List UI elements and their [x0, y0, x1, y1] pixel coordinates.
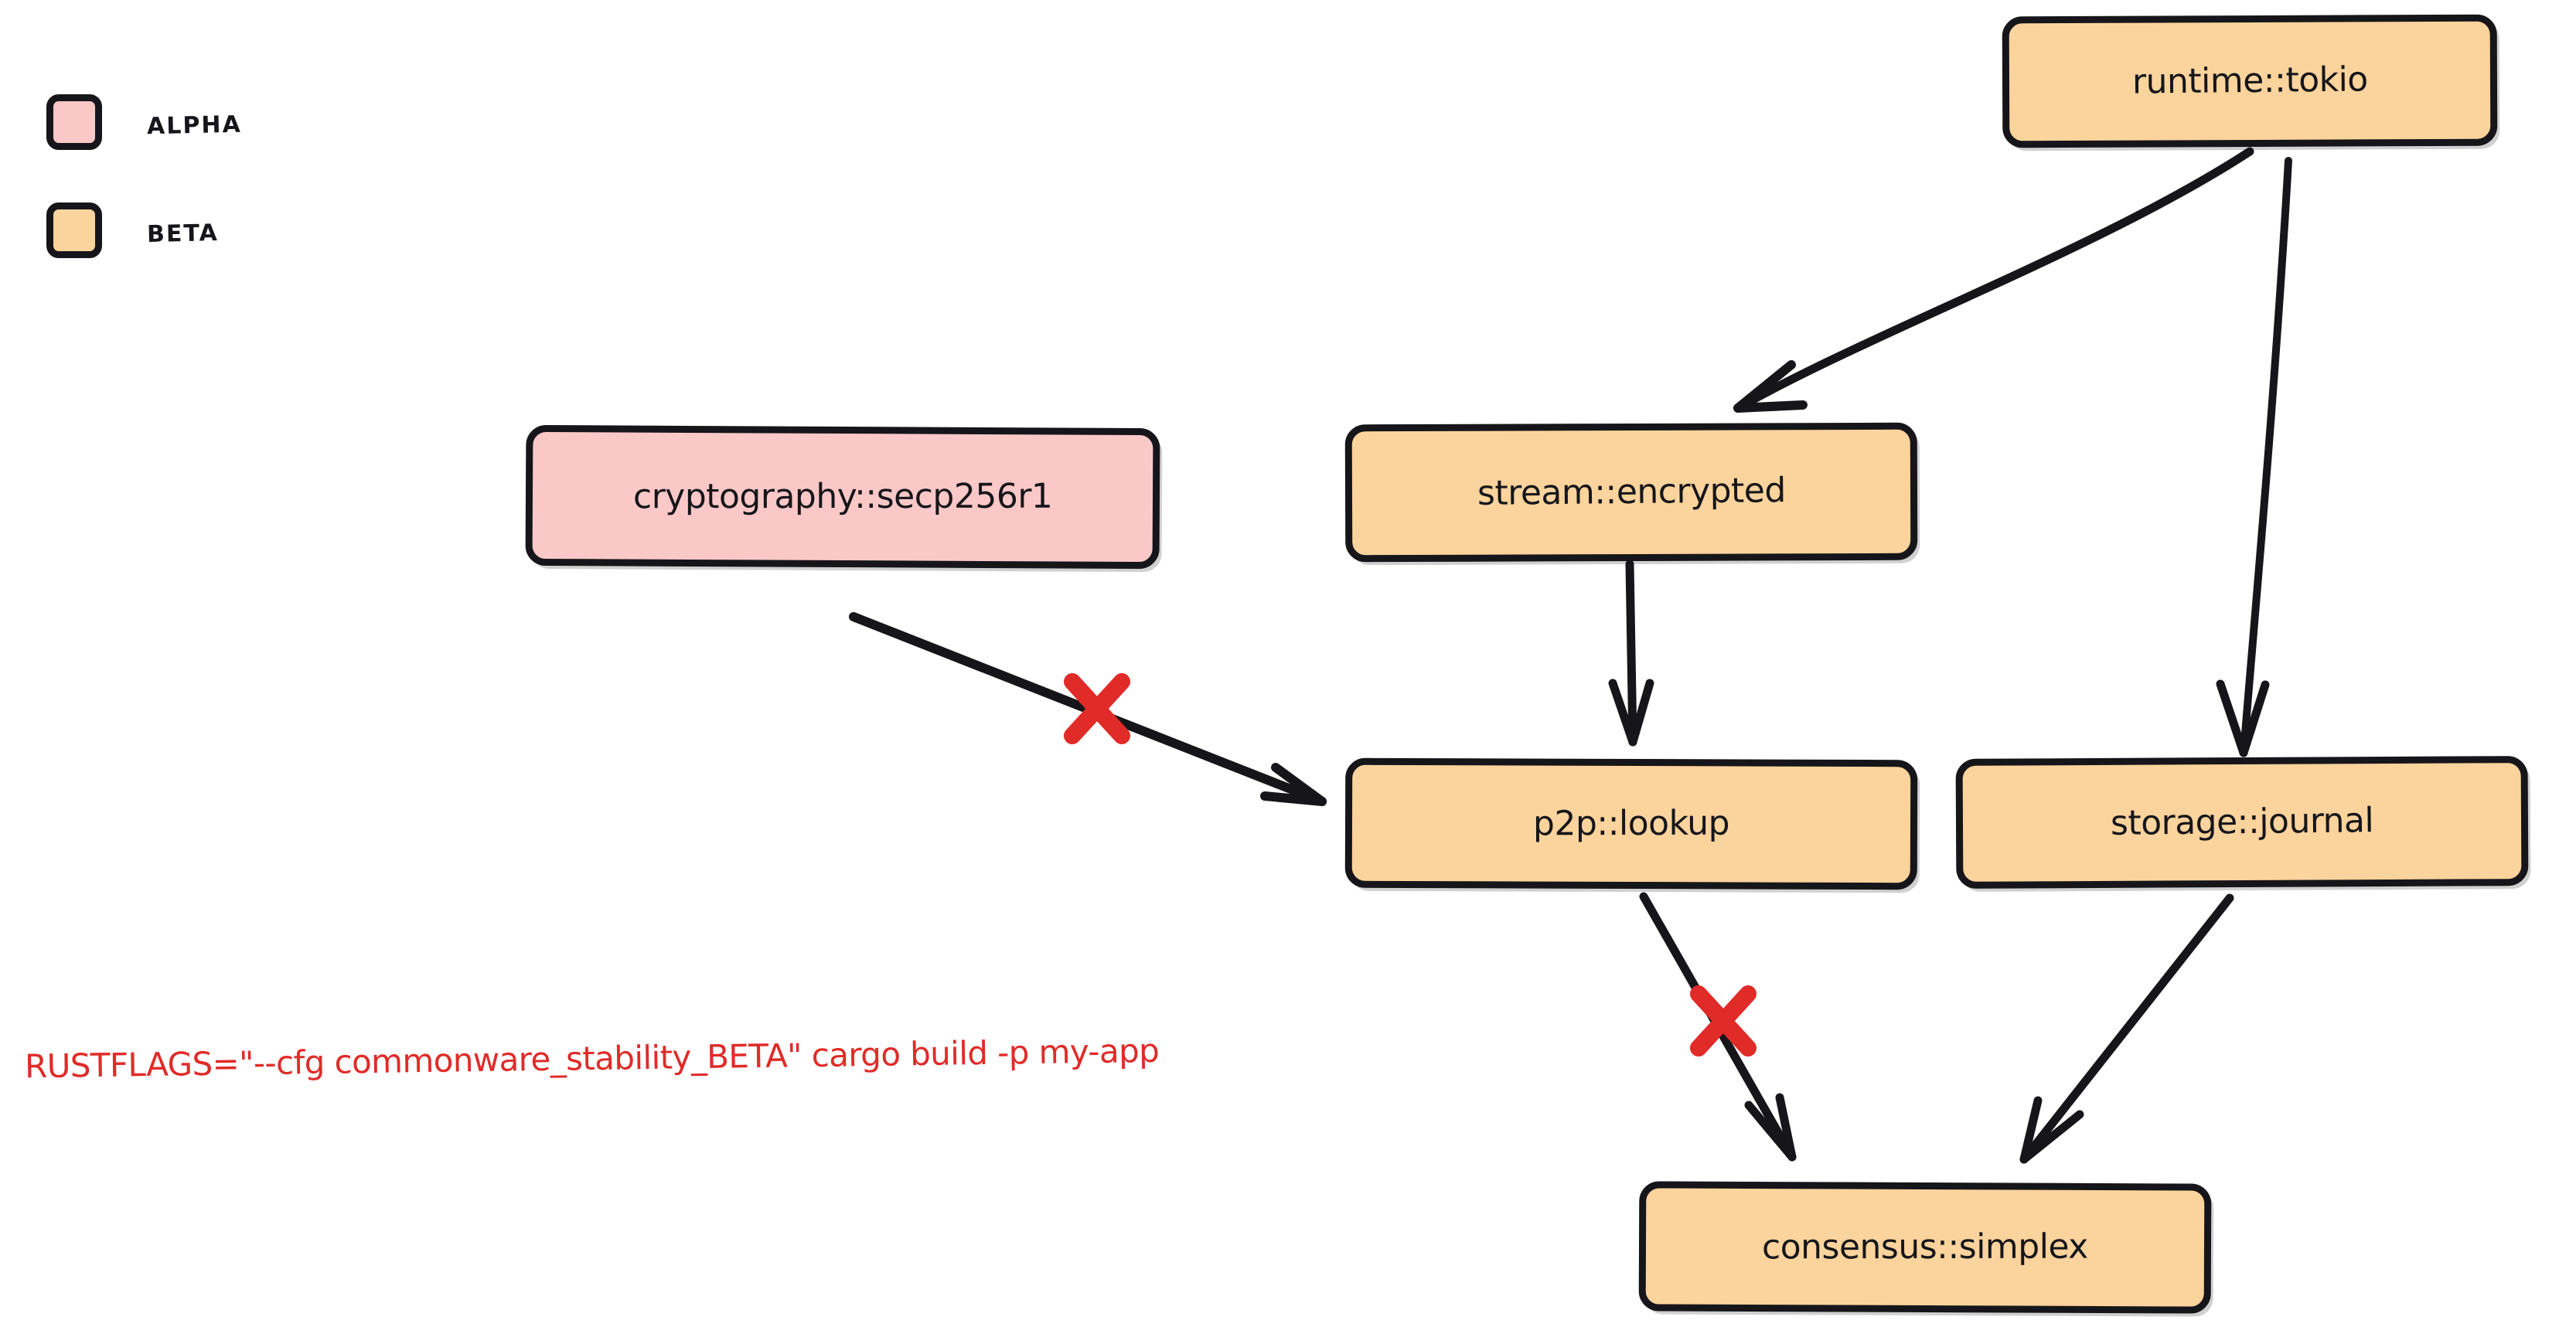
node-label-storage-journal: storage::journal [2110, 800, 2374, 843]
node-runtime-tokio[interactable]: runtime::tokio [2002, 14, 2498, 148]
edge-tokio-to-stream [1733, 147, 2254, 413]
node-stream-encrypted[interactable]: stream::encrypted [1344, 422, 1918, 563]
edge-secp-to-p2p [849, 612, 1327, 806]
legend-label-alpha: ALPHA [146, 101, 243, 143]
rustflags-command-annotation: RUSTFLAGS="--cfg commonware_stability_BE… [24, 1031, 1160, 1086]
node-storage-journal[interactable]: storage::journal [1955, 756, 2529, 889]
node-label-runtime-tokio: runtime::tokio [2131, 60, 2368, 102]
blocked-marker-secp-to-p2p [1064, 673, 1130, 744]
node-consensus-simplex[interactable]: consensus::simplex [1638, 1181, 2212, 1314]
edge-p2p-to-consensus [1639, 892, 1797, 1162]
legend: ALPHA BETA [46, 85, 371, 301]
node-label-stream-encrypted: stream::encrypted [1477, 470, 1786, 513]
legend-label-beta: BETA [146, 210, 220, 250]
edge-stream-to-p2p [1608, 560, 1654, 747]
node-p2p-lookup[interactable]: p2p::lookup [1344, 757, 1918, 890]
legend-item-beta: BETA [46, 193, 371, 267]
node-label-cryptography-secp256r1: cryptography::secp256r1 [632, 476, 1053, 517]
node-label-consensus-simplex: consensus::simplex [1762, 1227, 2088, 1267]
node-label-p2p-lookup: p2p::lookup [1532, 803, 1730, 844]
edge-journal-to-consensus [2019, 893, 2234, 1164]
node-cryptography-secp256r1[interactable]: cryptography::secp256r1 [525, 424, 1160, 570]
edge-tokio-to-journal [2216, 157, 2292, 757]
legend-swatch-beta-icon [46, 202, 102, 258]
legend-swatch-alpha-icon [46, 94, 102, 150]
blocked-marker-p2p-to-consensus [1690, 985, 1757, 1056]
legend-item-alpha: ALPHA [46, 85, 371, 159]
